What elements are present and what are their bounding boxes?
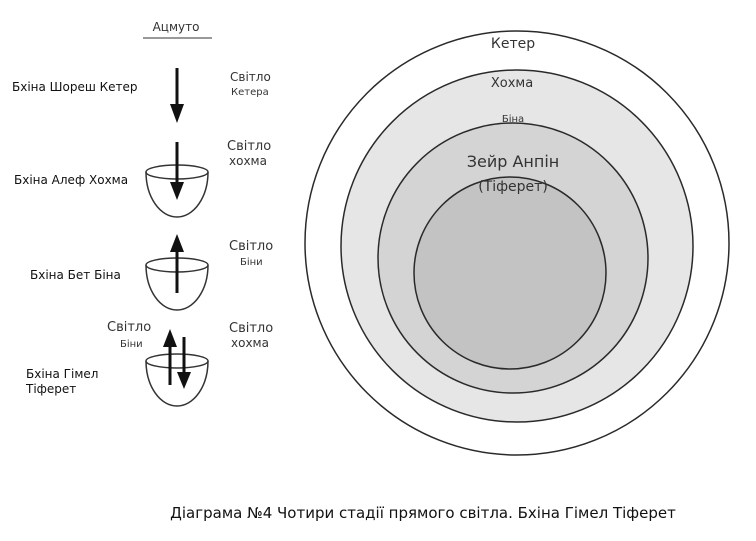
stage-3-vessel	[145, 353, 209, 407]
label-keter: Кетер	[491, 36, 535, 52]
stage-3-left-main: Світло	[107, 320, 151, 335]
stage-2-name: Бхіна Бет Біна	[30, 268, 121, 282]
header-label: Ацмуто	[153, 20, 200, 34]
stage-3-left-sub: Біни	[120, 338, 143, 350]
stage-3-name-line2: Тіферет	[25, 382, 76, 396]
stage-1-arrow-down	[170, 142, 184, 200]
stage-3-light-main: Світло	[229, 321, 273, 336]
stage-3-arrow-up	[163, 329, 177, 385]
stage-0-arrow	[170, 68, 184, 123]
concentric-circles	[304, 30, 730, 456]
caption: Діаграма №4 Чотири стадії прямого світла…	[170, 504, 676, 522]
stage-3-name-line1: Бхіна Гімел	[26, 367, 98, 381]
label-hokhma: Хохма	[491, 76, 533, 91]
stage-1-light-main: Світло	[227, 139, 271, 154]
label-bina: Біна	[502, 113, 524, 125]
circle-zeir	[413, 176, 607, 370]
label-zeir-main: Зейр Анпін	[467, 152, 560, 171]
stage-1-name: Бхіна Алеф Хохма	[14, 173, 128, 187]
stage-0-light-sub: Кетера	[231, 87, 269, 98]
stage-2-arrow-up	[170, 234, 184, 293]
stage-3-light-sub: хохма	[231, 336, 269, 350]
stage-0-light-main: Світло	[230, 70, 271, 84]
stage-3-arrow-down	[177, 337, 191, 389]
stage-2-light-sub: Біни	[240, 256, 263, 268]
stage-0-name: Бхіна Шореш Кетер	[12, 80, 138, 94]
stage-1-light-sub: хохма	[229, 154, 267, 168]
stage-2-light-main: Світло	[229, 239, 273, 254]
label-zeir-sub: (Тіферет)	[478, 179, 548, 195]
